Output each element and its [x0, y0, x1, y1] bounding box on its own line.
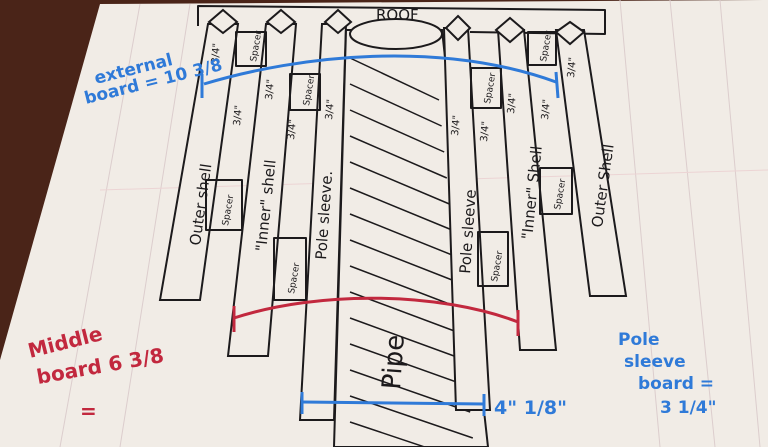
svg-text:board =: board =: [638, 374, 714, 394]
svg-text:3/4": 3/4": [324, 99, 337, 121]
hatch-line: [349, 213, 455, 257]
pole-sleeve-right-label: Pole sleeve: [456, 189, 480, 274]
thickness-labels: 3/4" 3/4" 3/4" 3/4" 3/4" 3/4" 3/4" 3/4" …: [210, 43, 579, 143]
pipe-hatching: [349, 57, 474, 447]
svg-text:Pole: Pole: [618, 330, 660, 350]
svg-text:3/4": 3/4": [210, 43, 223, 65]
hatch-line: [349, 187, 453, 231]
svg-text:3/4": 3/4": [566, 57, 579, 79]
middle-measure-arc: [233, 296, 519, 324]
svg-text:3/4": 3/4": [450, 115, 463, 137]
hatch-line: [349, 57, 440, 101]
hatch-line: [349, 343, 468, 387]
svg-text:3/4": 3/4": [264, 79, 277, 101]
svg-text:3/4": 3/4": [506, 93, 519, 115]
hatch-line: [349, 265, 461, 309]
svg-text:3/4": 3/4": [540, 99, 553, 121]
spacers: [205, 31, 573, 301]
rule-lines: [59, 0, 768, 447]
svg-text:3/4": 3/4": [232, 105, 245, 127]
hatch-line: [349, 109, 445, 153]
pipe-top: [349, 18, 443, 50]
external-measure-arc: [203, 54, 557, 86]
sleeve-measure-label: 4" 1/8": [494, 397, 567, 419]
sleeve-measure-line: [301, 400, 485, 406]
hatch-line: [349, 317, 466, 361]
svg-text:3/4": 3/4": [479, 121, 492, 143]
hatch-line: [349, 135, 448, 179]
pipe-label: Pipe: [377, 334, 411, 391]
hatch-line: [349, 239, 458, 283]
hatch-line: [349, 161, 450, 205]
hatch-line: [349, 83, 442, 127]
svg-text:3 1/4": 3 1/4": [660, 398, 716, 418]
diamond-caps: [207, 8, 586, 46]
svg-text:sleeve: sleeve: [624, 352, 686, 372]
pole-sleeve-board-note: Pole sleeve board = 3 1/4": [618, 330, 716, 418]
middle-label-line3: =: [80, 399, 97, 423]
hatch-line: [349, 421, 428, 447]
svg-text:3/4": 3/4": [286, 119, 299, 141]
